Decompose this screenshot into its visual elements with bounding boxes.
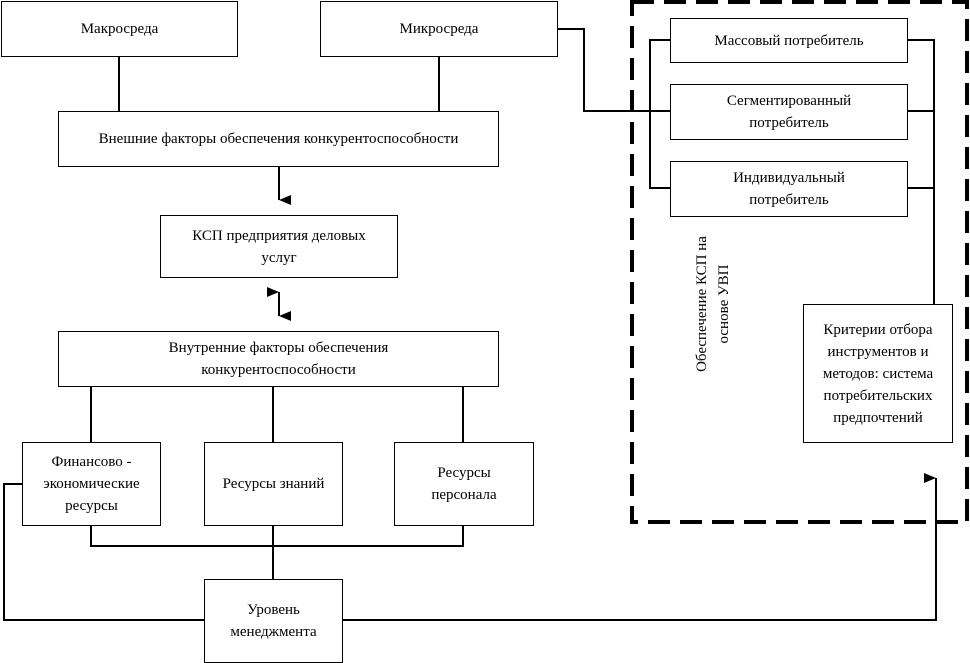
node-ksp-label: КСП предприятия деловых услуг bbox=[192, 227, 366, 266]
node-segmented-consumer-label: Сегментированный потребитель bbox=[726, 93, 852, 131]
node-macro-environment-label: Макросреда bbox=[80, 21, 159, 37]
node-individual-consumer-label: Индивидуальный потребитель bbox=[733, 170, 845, 208]
node-financial-resources: Финансово - экономические ресурсы bbox=[22, 442, 161, 526]
node-individual-consumer: Индивидуальный потребитель bbox=[670, 161, 908, 217]
arrow-management-criteria bbox=[342, 473, 937, 621]
node-macro-environment: Макросреда bbox=[1, 1, 238, 57]
node-management-level: Уровень менеджмента bbox=[204, 579, 343, 663]
node-mass-consumer: Массовый потребитель bbox=[670, 18, 908, 63]
node-micro-environment: Микросреда bbox=[320, 1, 558, 57]
consumer-bus-left bbox=[649, 39, 670, 189]
node-external-factors: Внешние факторы обеспечения конкурентосп… bbox=[58, 111, 499, 167]
consumer-bus-right bbox=[907, 39, 935, 305]
node-internal-factors: Внутренние факторы обеспечения конкурент… bbox=[58, 331, 499, 387]
node-knowledge-resources-label: Ресурсы знаний bbox=[222, 476, 325, 492]
node-internal-factors-label: Внутренние факторы обеспечения конкурент… bbox=[168, 340, 389, 378]
connector-micro-consumers bbox=[557, 28, 670, 112]
node-management-level-label: Уровень менеджмента bbox=[230, 602, 317, 640]
node-selection-criteria-label: Критерии отбора инструментов и методов: … bbox=[822, 321, 934, 426]
node-ksp: КСП предприятия деловых услуг bbox=[160, 215, 398, 278]
node-selection-criteria: Критерии отбора инструментов и методов: … bbox=[803, 304, 953, 443]
resources-bus bbox=[90, 525, 464, 547]
group-label: Обеспечение КСП на основе УВП bbox=[694, 236, 732, 372]
node-personnel-resources: Ресурсы персонала bbox=[394, 442, 534, 526]
node-knowledge-resources: Ресурсы знаний bbox=[204, 442, 343, 526]
node-micro-environment-label: Микросреда bbox=[399, 21, 479, 37]
node-financial-resources-label: Финансово - экономические ресурсы bbox=[43, 454, 140, 514]
node-external-factors-label: Внешние факторы обеспечения конкурентосп… bbox=[98, 131, 459, 147]
node-segmented-consumer: Сегментированный потребитель bbox=[670, 84, 908, 140]
node-personnel-resources-label: Ресурсы персонала bbox=[431, 465, 497, 503]
loop-financial-management bbox=[3, 483, 205, 621]
group-dashed-border bbox=[630, 0, 969, 524]
node-mass-consumer-label: Массовый потребитель bbox=[714, 32, 864, 49]
